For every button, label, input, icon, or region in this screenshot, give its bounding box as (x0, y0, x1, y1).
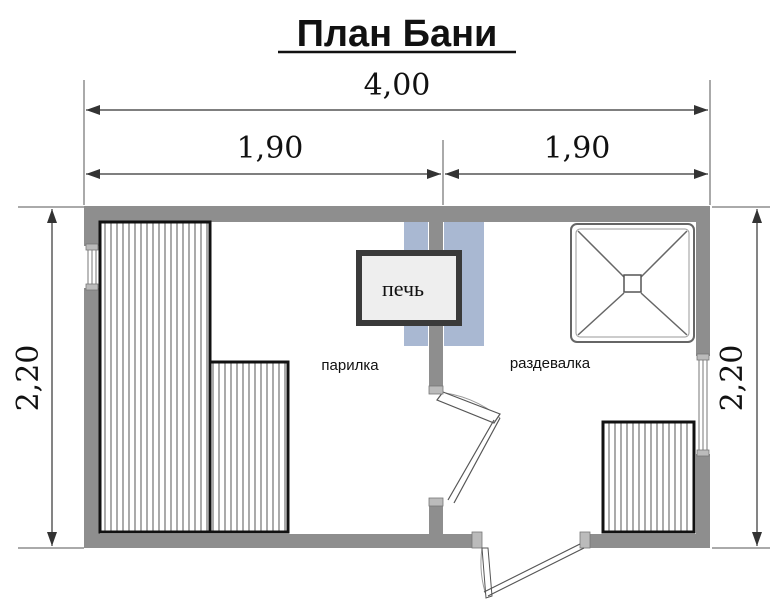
dimension-left-width: 1,90 (86, 131, 444, 205)
bench-upper (98, 220, 212, 534)
door-entrance (471, 531, 591, 599)
bench-lower (208, 360, 290, 534)
window-left (85, 243, 99, 291)
walls (84, 206, 710, 548)
dimension-right-height: 2,20 (712, 206, 770, 549)
dressing-bench (601, 420, 696, 534)
total-width-label: 4,00 (364, 68, 431, 103)
shower-drain-icon (623, 274, 642, 293)
dimension-total-width: 4,00 (83, 68, 711, 205)
right-width-label: 1,90 (544, 131, 611, 166)
dimension-left-height: 2,20 (11, 206, 84, 549)
window-right (696, 353, 710, 457)
dimension-right-width: 1,90 (445, 131, 708, 179)
page-title: План Бани (297, 13, 498, 55)
stove-label: печь (382, 276, 424, 301)
door-steam-room (428, 385, 501, 507)
room-label-dressing: раздевалка (510, 355, 591, 372)
right-height-label: 2,20 (715, 345, 750, 412)
stove: печь (356, 250, 462, 326)
shower-tray (570, 223, 695, 343)
room-label-steam: парилка (321, 357, 379, 374)
left-width-label: 1,90 (237, 131, 304, 166)
left-height-label: 2,20 (11, 345, 46, 412)
